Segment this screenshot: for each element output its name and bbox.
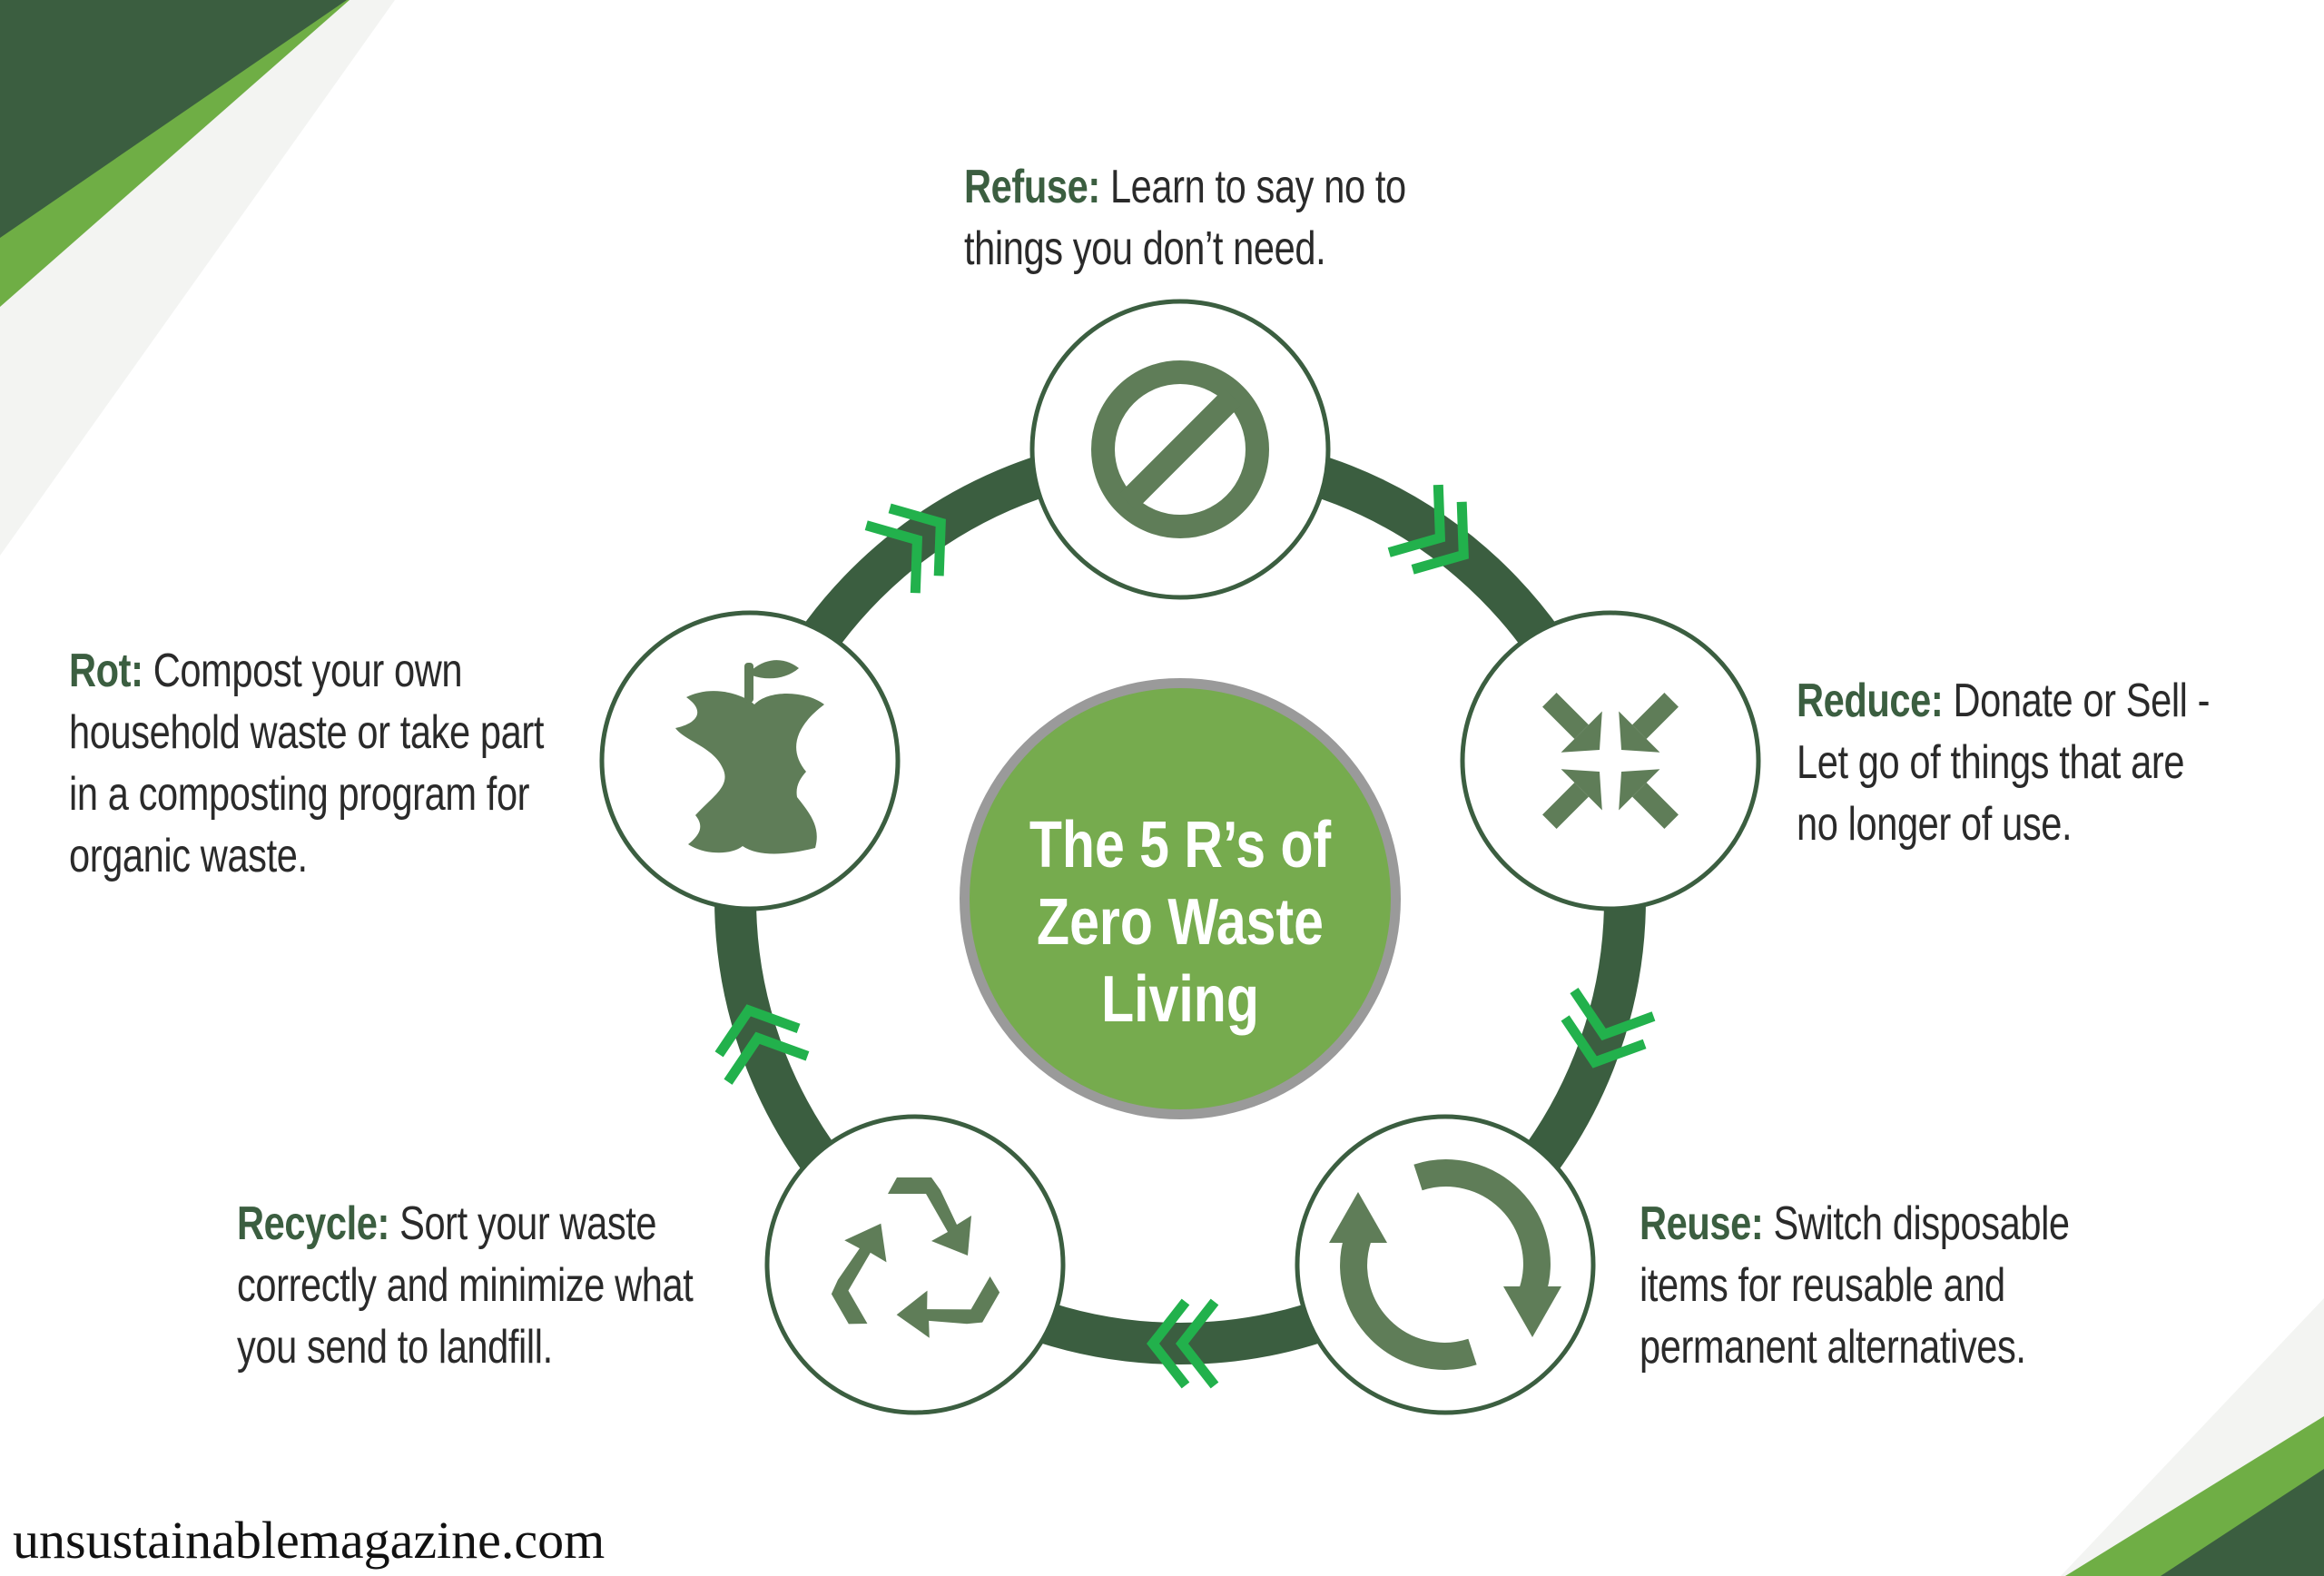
step-rot-text: Rot: Compost your own household waste or… (69, 640, 577, 887)
step-description: Switch disposable items for reusable and… (1640, 1197, 2070, 1374)
center-title: The 5 R’s of Zero Waste Living (1029, 807, 1332, 1035)
node-circle-recycle (764, 1114, 1066, 1415)
center-title-line: Living (1101, 961, 1259, 1035)
recycle-icon (811, 1177, 1005, 1357)
step-label: Reduce: (1797, 675, 1944, 727)
step-label: Rot: (69, 645, 143, 697)
step-reuse-text: Reuse: Switch disposable items for reusa… (1640, 1193, 2162, 1378)
step-recycle-text: Recycle: Sort your waste correctly and m… (237, 1193, 745, 1378)
step-reduce-text: Reduce: Donate or Sell - Let go of thing… (1797, 670, 2225, 855)
no-entry-icon (1091, 360, 1269, 538)
step-label: Reuse: (1640, 1197, 1764, 1250)
step-description: Learn to say no to things you don’t need… (964, 161, 1406, 275)
direction-chevron-icon (714, 1004, 810, 1085)
step-refuse-text: Refuse: Learn to say no to things you do… (964, 156, 1429, 280)
direction-chevron-icon (1147, 1298, 1219, 1389)
apple-core-icon (675, 660, 824, 854)
circular-arrows-icon (1329, 1159, 1561, 1370)
center-title-line: Zero Waste (1037, 884, 1324, 958)
step-label: Recycle: (237, 1197, 389, 1250)
direction-chevron-icon (1561, 987, 1656, 1069)
site-url: unsustainablemagazine.com (13, 1511, 606, 1570)
step-description: Donate or Sell - Let go of things that a… (1797, 675, 2211, 851)
step-label: Refuse: (964, 161, 1100, 213)
center-title-line: The 5 R’s of (1029, 807, 1332, 881)
step-description: Sort your waste correctly and minimize w… (237, 1197, 694, 1374)
corner-decoration-top-left (0, 0, 395, 556)
corner-decoration-bottom-right (2061, 1298, 2324, 1576)
step-description: Compost your own household waste or take… (69, 645, 544, 882)
direction-chevron-icon (1387, 484, 1469, 575)
direction-chevron-icon (864, 503, 946, 594)
center-disc (970, 688, 1391, 1109)
node-circle-reduce (1460, 610, 1761, 911)
